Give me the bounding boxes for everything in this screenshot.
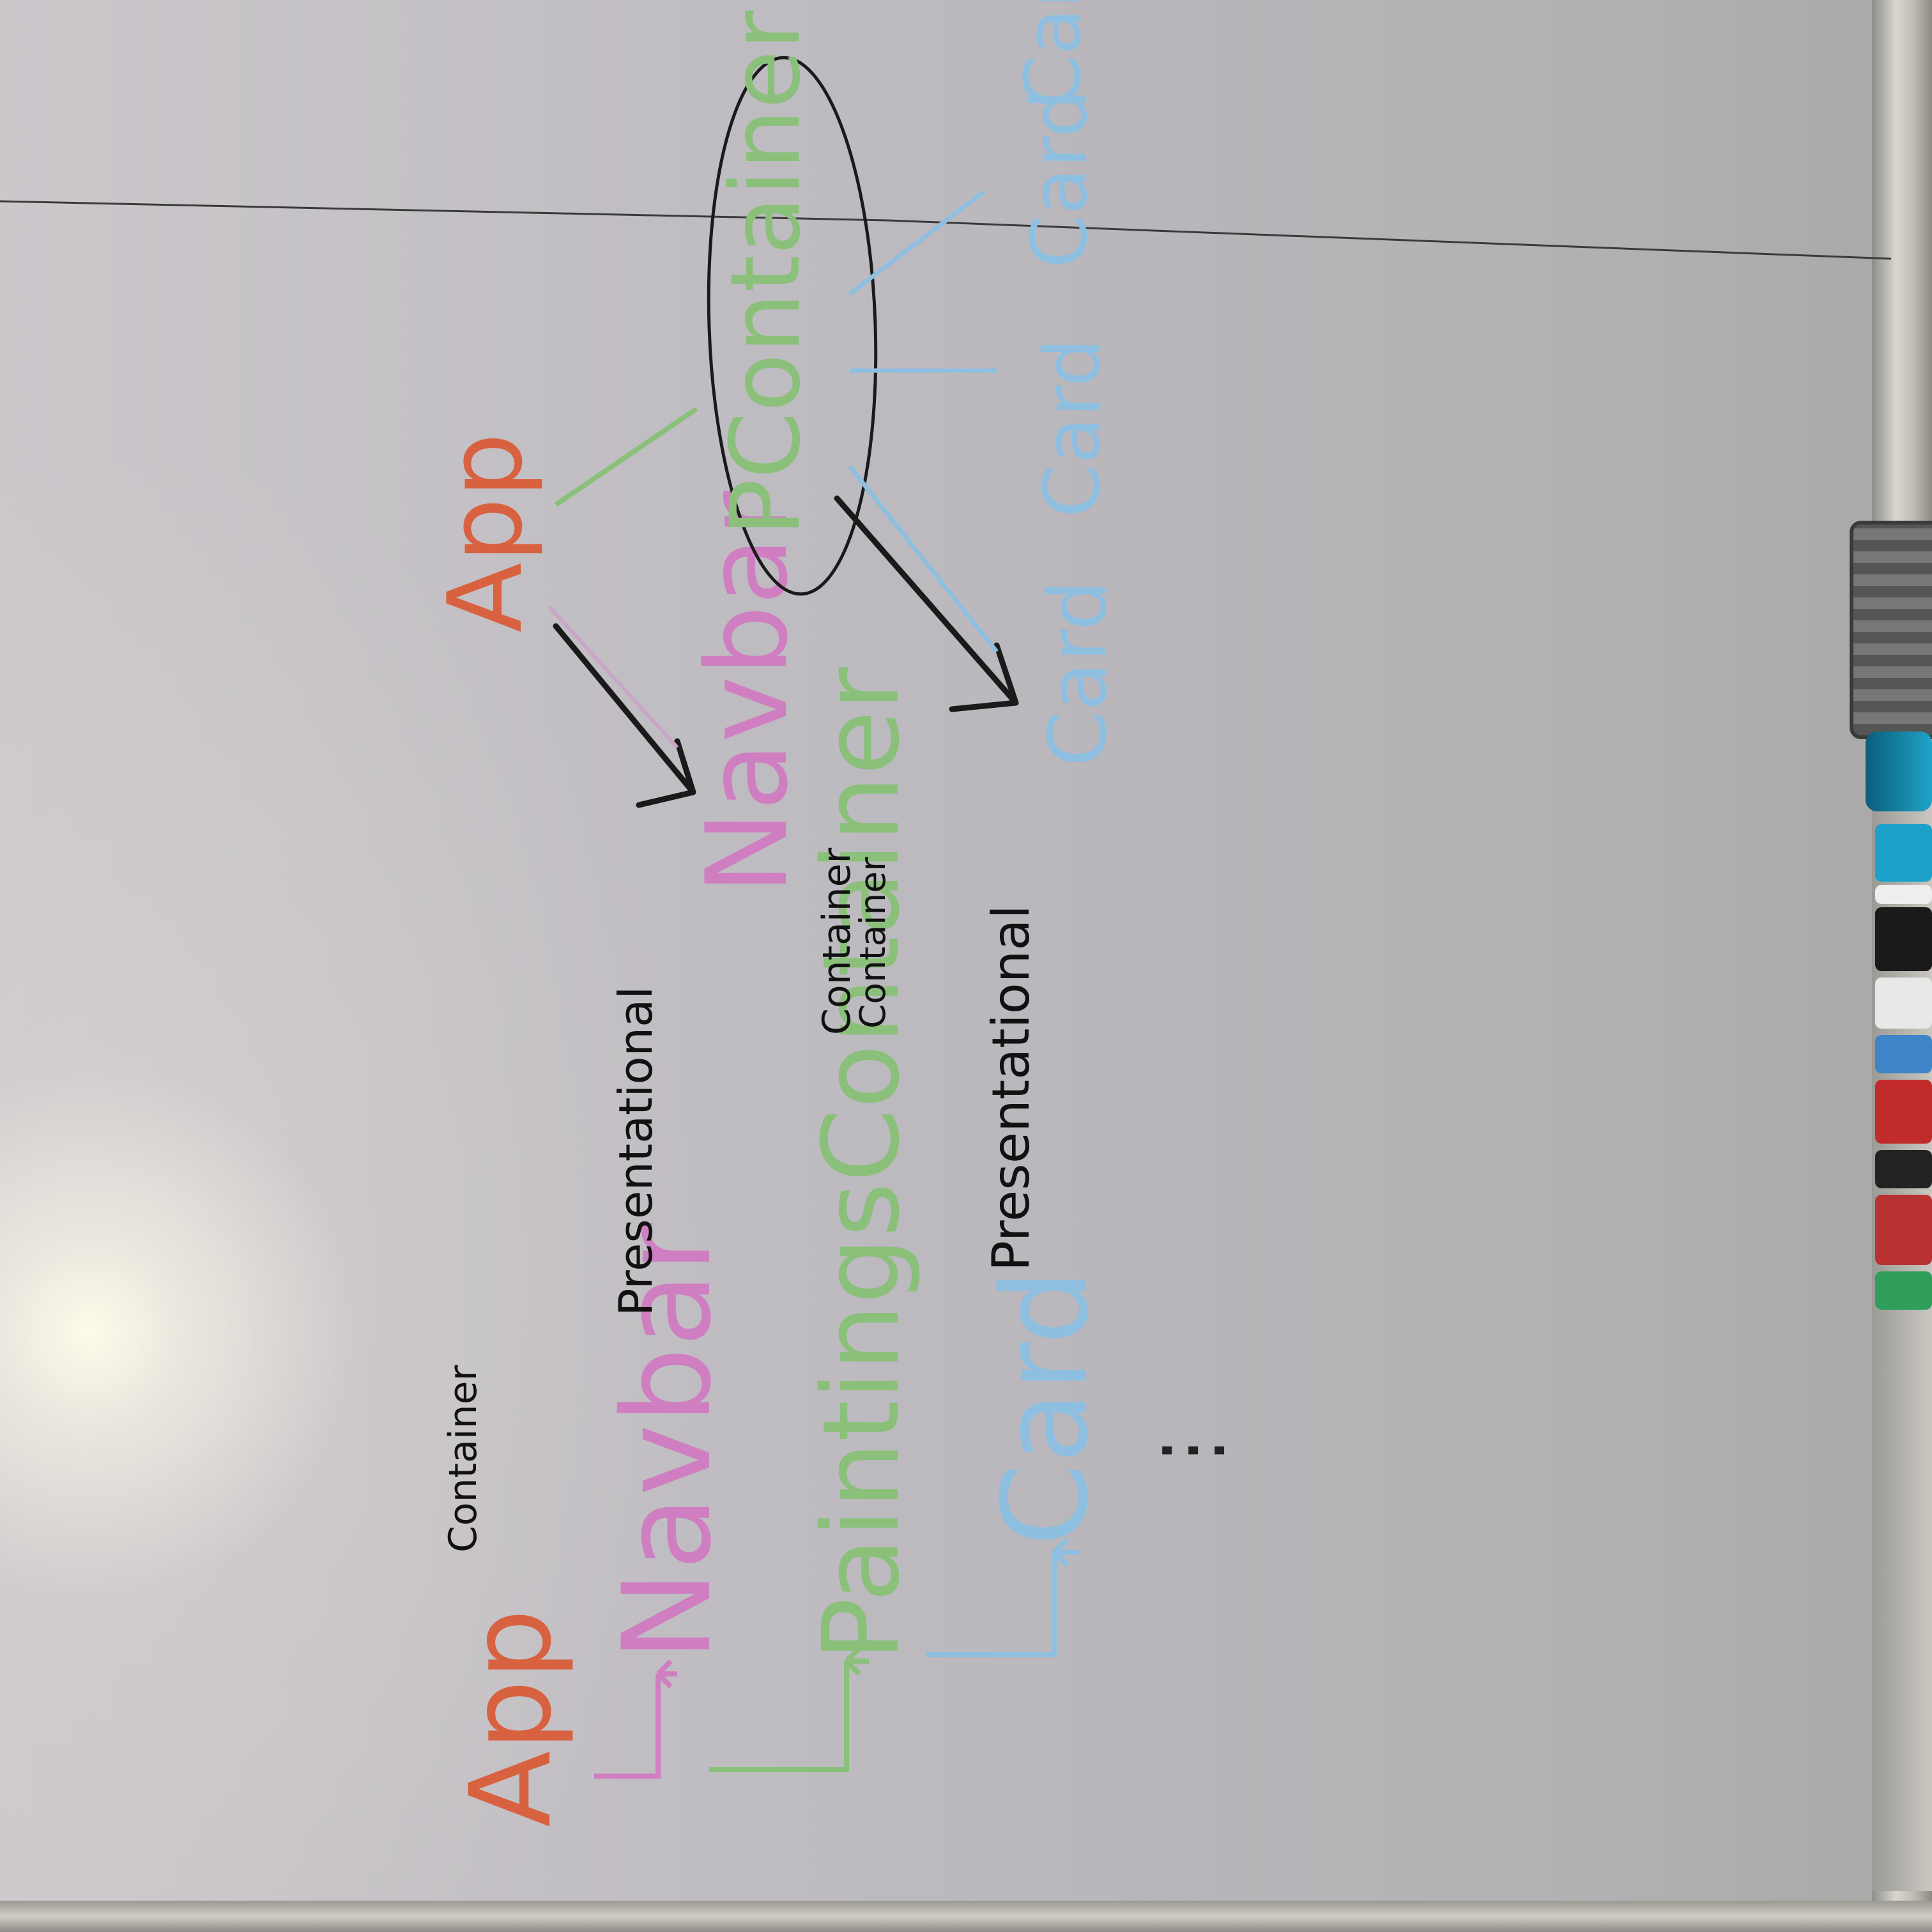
- left-paintings-type-label: Container: [815, 847, 859, 1035]
- blue-marker-2-icon: [1875, 1035, 1932, 1073]
- left-navbar-label: Navbar: [597, 1222, 738, 1661]
- green-marker-icon: [1875, 1271, 1932, 1310]
- red-marker-2-icon: [1875, 1195, 1932, 1265]
- pink-branch-arrow-icon: [594, 1659, 677, 1779]
- right-navbar-label: Navbar: [683, 491, 813, 894]
- left-component-tree: App Container Navbar Presentational Pain…: [441, 667, 1236, 1827]
- left-card-label: Card: [976, 1269, 1114, 1546]
- right-card-label-2: Card: [1029, 338, 1117, 518]
- right-card-label-4: Card: [1009, 0, 1098, 109]
- blue-marker-icon: [1875, 824, 1932, 882]
- green-link-line: [554, 406, 698, 507]
- right-card-label-1: Card: [1032, 580, 1124, 767]
- green-branch-arrow-icon: [709, 1646, 869, 1772]
- highlight-ellipse: [707, 56, 878, 596]
- board-seam: [0, 200, 1892, 260]
- left-navbar-type-label: Presentational: [609, 986, 663, 1316]
- black-marker-2-icon: [1875, 1150, 1932, 1188]
- left-root-type-label: Container: [441, 1365, 486, 1552]
- right-root-label: App: [425, 433, 545, 632]
- right-navbar-type-label: Container: [852, 857, 893, 1029]
- left-card-type-label: Presentational: [981, 905, 1041, 1271]
- right-container-label: PContainer: [710, 10, 822, 537]
- red-marker-icon: [1875, 1080, 1932, 1144]
- black-arrow-to-card-icon: [834, 495, 1019, 712]
- marker-cap-icon: [1875, 885, 1932, 904]
- right-component-tree: App Navbar PContainer Card Card Card Car…: [425, 0, 1124, 1029]
- right-card-label-3: Card: [1016, 89, 1105, 268]
- blue-eraser-icon: [1866, 732, 1932, 811]
- black-marker-icon: [1875, 907, 1932, 971]
- white-marker-icon: [1875, 977, 1932, 1029]
- black-arrow-to-navbar-icon: [553, 623, 696, 808]
- blue-link-line-1: [848, 464, 999, 654]
- left-ellipsis-label: ⋮: [1147, 1412, 1236, 1489]
- left-root-label: App: [447, 1609, 576, 1827]
- blue-branch-arrow-icon: [926, 1538, 1080, 1657]
- left-paintings-label: PaintingsContainer: [800, 667, 923, 1661]
- pink-link-line: [548, 605, 679, 749]
- blue-link-line-3: [848, 190, 986, 296]
- eraser-icon: [1850, 521, 1932, 739]
- board-frame-bottom: [0, 1901, 1932, 1932]
